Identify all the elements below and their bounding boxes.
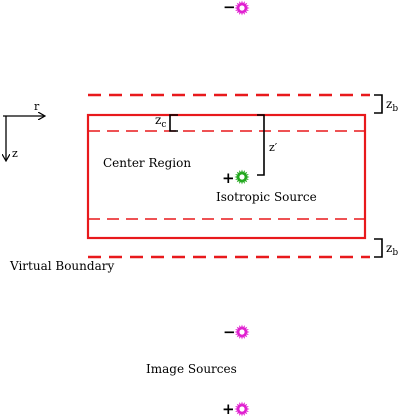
zb-bracket-bottom: zb xyxy=(374,238,398,258)
image-source-top-sign: − xyxy=(223,0,236,16)
image-source-bottom-sign: + xyxy=(222,400,235,418)
starburst-icon xyxy=(234,169,250,185)
isotropic-source: + xyxy=(222,169,250,187)
image-source-mid-sign: − xyxy=(223,323,236,341)
z-axis-label: z xyxy=(12,147,18,160)
virtual-boundary-label: Virtual Boundary xyxy=(9,259,114,273)
starburst-icon xyxy=(234,401,250,417)
image-source-top: − xyxy=(223,0,250,16)
zb-bracket-top: zb xyxy=(374,94,398,114)
svg-text:zb: zb xyxy=(386,97,398,114)
starburst-icon xyxy=(234,0,250,16)
zc-bracket: zc xyxy=(155,113,178,132)
zb-sub-bottom: b xyxy=(392,248,398,258)
svg-text:zc: zc xyxy=(155,113,166,130)
image-source-mid: − xyxy=(223,323,250,341)
svg-text:zb: zb xyxy=(386,241,398,258)
r-axis-label: r xyxy=(34,100,40,113)
zc-label: z xyxy=(155,113,161,127)
center-region-label: Center Region xyxy=(103,156,191,170)
isotropic-source-label: Isotropic Source xyxy=(216,190,317,204)
coordinate-axes: r z xyxy=(3,100,44,160)
zb-label-top: z xyxy=(386,97,392,111)
zc-sub: c xyxy=(161,120,166,130)
center-region-lines xyxy=(88,130,365,220)
medium-slab xyxy=(86,113,367,240)
boundary-lines xyxy=(88,93,370,259)
isotropic-source-sign: + xyxy=(222,169,235,187)
zprime-bracket: z′ xyxy=(257,114,278,176)
zb-sub-top: b xyxy=(392,104,398,114)
image-source-bottom: + xyxy=(222,400,250,418)
image-sources-label: Image Sources xyxy=(146,362,237,376)
starburst-icon xyxy=(234,324,250,340)
zprime-label: z′ xyxy=(269,141,278,154)
zb-label-bottom: z xyxy=(386,241,392,255)
